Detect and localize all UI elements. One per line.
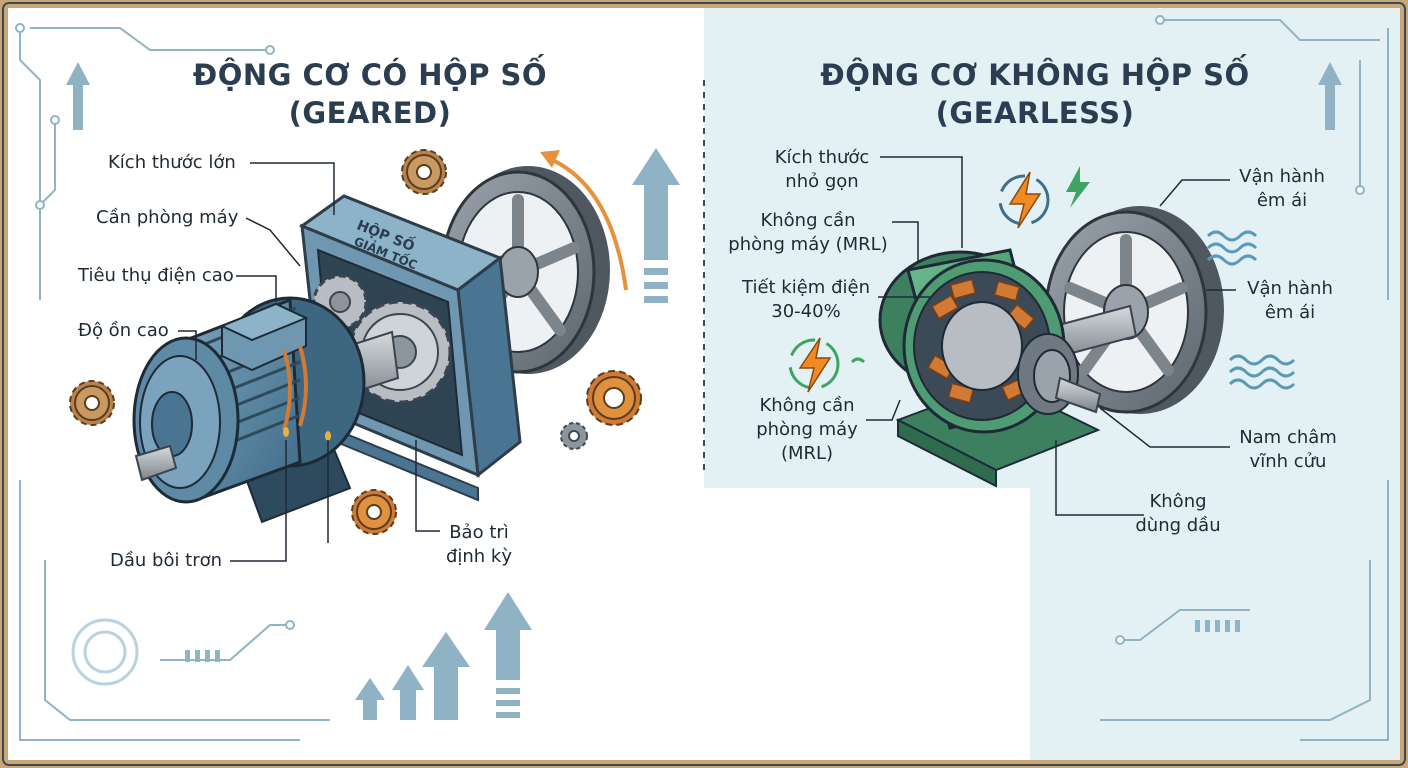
label-mrl-top-line2: phòng máy (MRL): [728, 234, 888, 255]
label-lubricating-oil: Dầu bôi trơn: [110, 550, 223, 571]
label-mrl-bottom: Không cần phòng máy (MRL): [752, 394, 862, 466]
label-no-oil: Không dùng dầu: [1128, 490, 1228, 538]
circuit-bars: [185, 620, 1240, 662]
rotation-arrow: [547, 156, 628, 291]
geared-motor-illustration: HỘP SỐ GIẢM TỐC: [132, 150, 628, 524]
label-high-noise: Độ ồn cao: [78, 320, 169, 341]
label-energy-saving-line2: 30-40%: [771, 301, 841, 322]
geared-title-line2: (GEARED): [288, 96, 452, 130]
lightning-icon-green: [1066, 166, 1090, 208]
label-periodic-maintenance-line2: định kỳ: [445, 546, 513, 567]
label-quiet-top-line1: Vận hành: [1239, 166, 1325, 187]
geared-title: ĐỘNG CƠ CÓ HỘP SỐ (GEARED): [170, 56, 570, 132]
label-quiet-top-line2: êm ái: [1256, 190, 1308, 211]
circuit-decoration: [19, 19, 1389, 741]
label-quiet-top: Vận hành êm ái: [1232, 165, 1332, 213]
label-permanent-magnet: Nam châm vĩnh cửu: [1232, 426, 1344, 474]
gearless-title: ĐỘNG CƠ KHÔNG HỘP SỐ (GEARLESS): [770, 56, 1300, 132]
geared-motor-shaft: [134, 444, 178, 482]
lightning-icon-top: [998, 171, 1050, 229]
label-quiet-middle-line1: Vận hành: [1247, 278, 1333, 299]
label-compact-size-line2: nhỏ gọn: [785, 171, 859, 192]
label-periodic-maintenance-line1: Bảo trì: [449, 522, 509, 543]
label-compact-size: Kích thước nhỏ gọn: [766, 146, 878, 194]
label-mrl-bottom-line2: phòng máy: [756, 419, 858, 440]
circuit-nodes: [15, 15, 1365, 645]
label-no-oil-line2: dùng dầu: [1135, 515, 1221, 536]
geared-title-line1: ĐỘNG CƠ CÓ HỘP SỐ: [192, 58, 548, 92]
gearless-leader-lines: [866, 156, 1236, 516]
gearless-title-line2: (GEARLESS): [935, 96, 1135, 130]
label-periodic-maintenance: Bảo trì định kỳ: [442, 521, 516, 569]
label-permanent-magnet-line2: vĩnh cửu: [1249, 451, 1327, 472]
up-arrows-decoration: [66, 62, 1342, 720]
label-permanent-magnet-line1: Nam châm: [1239, 427, 1337, 448]
label-quiet-middle: Vận hành êm ái: [1240, 277, 1340, 325]
geared-motor-body: [132, 296, 366, 524]
label-energy-saving: Tiết kiệm điện 30-40%: [736, 276, 876, 324]
label-energy-saving-line1: Tiết kiệm điện: [742, 277, 870, 298]
label-large-size: Kích thước lớn: [108, 152, 236, 173]
label-quiet-middle-line2: êm ái: [1264, 302, 1316, 323]
quiet-wave-icon: [1206, 230, 1296, 390]
label-compact-size-line1: Kích thước: [774, 147, 870, 168]
label-mrl-top-line1: Không cần: [760, 210, 856, 231]
gearless-motor-illustration: [878, 206, 1224, 488]
gearless-motor-body: [878, 248, 1102, 434]
label-mrl-bottom-line1: Không cần: [759, 395, 855, 416]
label-no-oil-line1: Không: [1149, 491, 1207, 512]
right-panel-white-patch: [704, 488, 1030, 760]
rotation-arrow-head: [540, 150, 560, 168]
circuit-target: [71, 618, 139, 686]
label-mrl-bottom-line3: (MRL): [780, 443, 834, 464]
decorative-gears: [69, 149, 642, 535]
label-mrl-top: Không cần phòng máy (MRL): [724, 209, 892, 257]
geared-leader-lines: [178, 162, 440, 562]
lightning-icon-left: [788, 337, 866, 393]
label-high-power: Tiêu thụ điện cao: [78, 265, 234, 286]
gearless-title-line1: ĐỘNG CƠ KHÔNG HỘP SỐ: [820, 58, 1250, 92]
label-machine-room: Cần phòng máy: [96, 207, 239, 228]
